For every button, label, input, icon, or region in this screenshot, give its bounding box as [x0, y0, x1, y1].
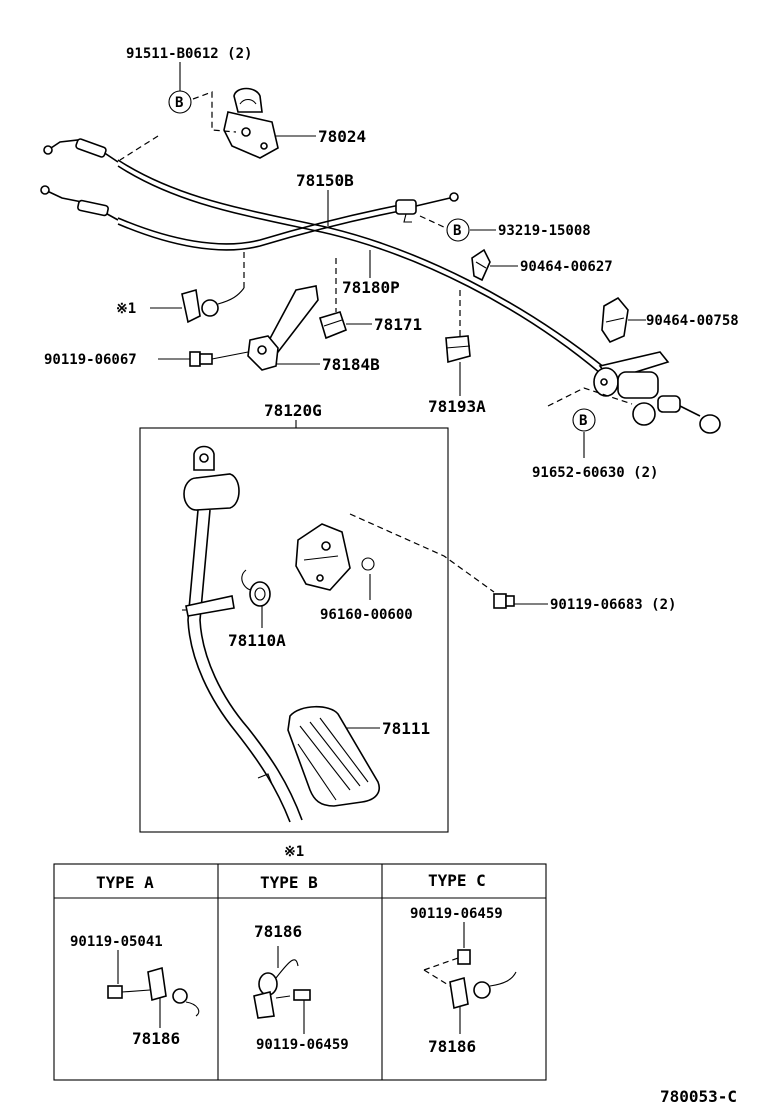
label-78120g: 78120G	[264, 401, 322, 420]
label-91511-b0612: 91511-B0612 (2)	[126, 46, 252, 62]
callout-b-label: B	[453, 223, 461, 239]
pedal-bracket-drawing	[295, 523, 351, 591]
type-c-bolt-label: 90119-06459	[410, 906, 503, 922]
callout-b-label: B	[579, 413, 587, 429]
type-b-header: TYPE B	[260, 873, 318, 892]
type-b-part-label: 78186	[254, 922, 302, 941]
label-78111: 78111	[382, 719, 430, 738]
label-note-1: ※1	[116, 301, 136, 317]
callout-b-lower: B	[572, 408, 596, 432]
type-table	[53, 863, 547, 1081]
bolt-90119-06067-drawing	[189, 351, 249, 367]
pin-96160-drawing	[361, 557, 375, 571]
cable-78150b-drawing	[43, 138, 606, 374]
types-note-label: ※1	[284, 844, 304, 860]
type-a-drawing	[107, 950, 200, 1028]
label-78193a: 78193A	[428, 397, 486, 416]
label-96160-00600: 96160-00600	[320, 607, 413, 623]
label-78024: 78024	[318, 127, 366, 146]
label-78150b: 78150B	[296, 171, 354, 190]
type-a-header: TYPE A	[96, 873, 154, 892]
label-90119-06683: 90119-06683 (2)	[550, 597, 676, 613]
callout-b-label: B	[175, 95, 183, 111]
label-90119-06067: 90119-06067	[44, 352, 137, 368]
spring-bracket-note1-drawing	[181, 287, 245, 324]
leader-lines	[150, 62, 646, 729]
clamp-78193a-drawing	[445, 335, 471, 364]
label-90464-00627: 90464-00627	[520, 259, 613, 275]
pedal-arm-drawing	[182, 445, 303, 823]
pedal-assembly-box	[139, 427, 449, 833]
clamp-90464-00627-drawing	[471, 248, 491, 282]
clip-78171-drawing	[319, 311, 347, 340]
type-c-header: TYPE C	[428, 871, 486, 890]
label-78171: 78171	[374, 315, 422, 334]
bolt-90119-06683-drawing	[493, 593, 515, 609]
callout-b-top: B	[168, 90, 192, 114]
spring-78110a-drawing	[241, 569, 271, 607]
label-90464-00758: 90464-00758	[646, 313, 739, 329]
cable-end-right-drawing	[593, 351, 721, 434]
label-78184b: 78184B	[322, 355, 380, 374]
clamp-90464-00758-drawing	[601, 296, 629, 343]
label-91652-60630: 91652-60630 (2)	[532, 465, 658, 481]
label-78110a: 78110A	[228, 631, 286, 650]
type-c-drawing	[423, 922, 517, 1034]
type-b-drawing	[253, 946, 311, 1034]
label-78180p: 78180P	[342, 278, 400, 297]
callout-b-mid: B	[446, 218, 470, 242]
diagram-code: 780053-C	[660, 1087, 737, 1106]
type-b-bolt-label: 90119-06459	[256, 1037, 349, 1053]
bracket-78024-drawing	[223, 87, 279, 159]
pedal-pad-78111-drawing	[287, 705, 380, 807]
cable-78180p-drawing	[40, 185, 459, 251]
type-a-bolt-label: 90119-05041	[70, 934, 163, 950]
label-93219-15008: 93219-15008	[498, 223, 591, 239]
type-c-part-label: 78186	[428, 1037, 476, 1056]
bracket-78184b-drawing	[247, 285, 319, 371]
type-a-part-label: 78186	[132, 1029, 180, 1048]
